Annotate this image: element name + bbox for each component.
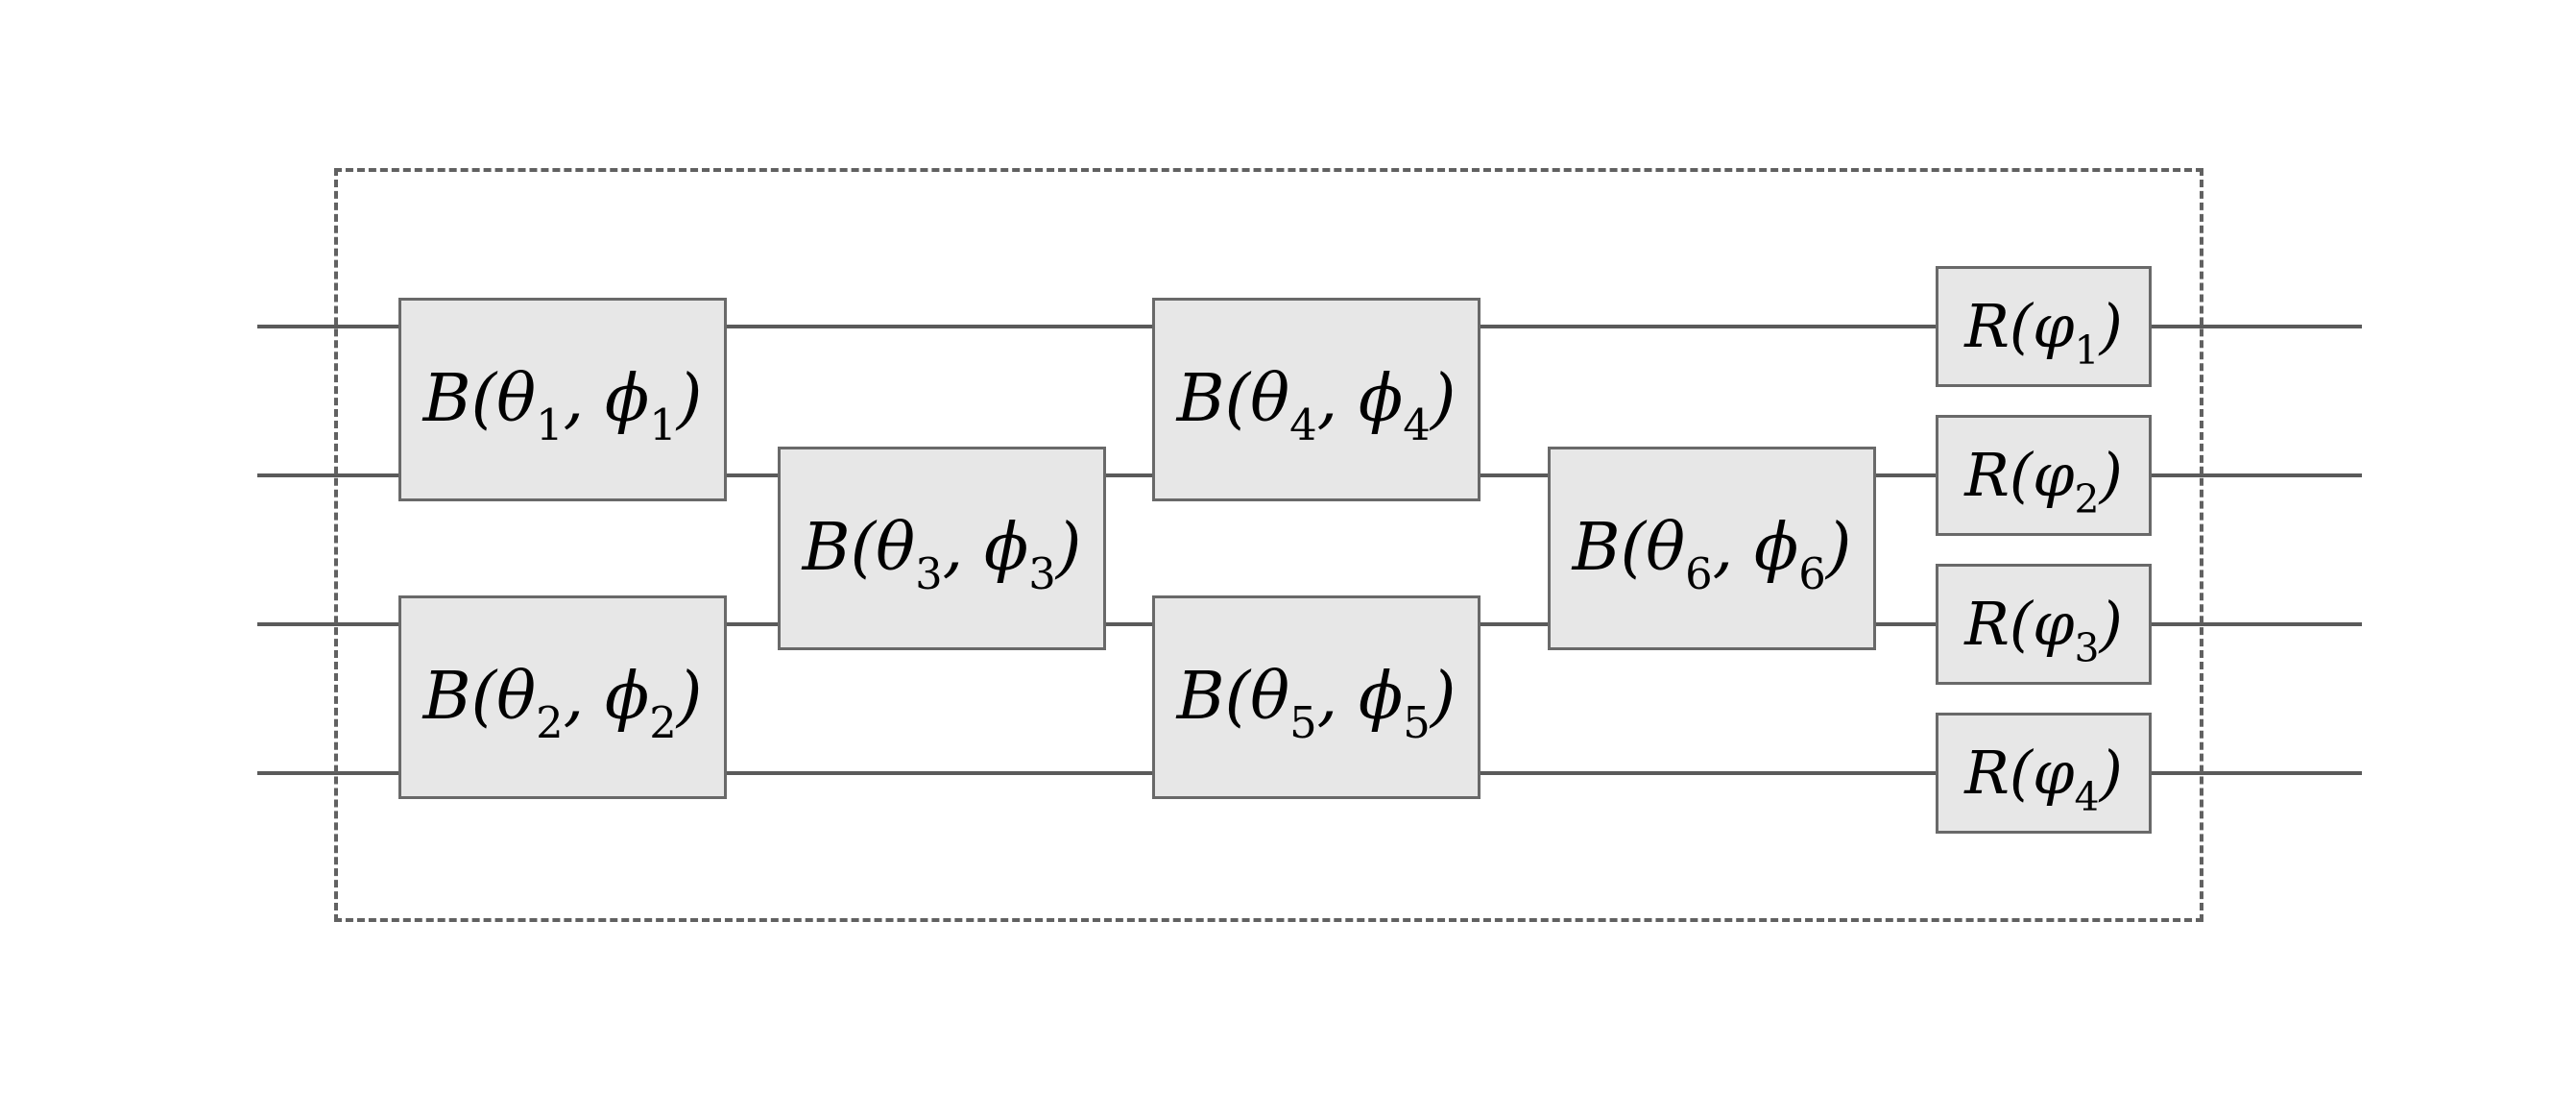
gate-b5-label: B(θ5, ϕ5) [1176,659,1457,748]
gate-r4-label: R(φ4) [1964,738,2123,821]
gate-r2: R(φ2) [1936,415,2152,536]
gate-r2-label: R(φ2) [1964,440,2123,523]
gate-r3-label: R(φ3) [1964,589,2123,672]
gate-b1: B(θ1, ϕ1) [398,298,727,501]
gate-r4: R(φ4) [1936,713,2152,834]
gate-b4: B(θ4, ϕ4) [1152,298,1481,501]
gate-b2-label: B(θ2, ϕ2) [422,659,703,748]
gate-r1-label: R(φ1) [1964,291,2123,375]
dashed-boundary-box [334,168,2203,922]
gate-b6-label: B(θ6, ϕ6) [1572,510,1852,599]
gate-b2: B(θ2, ϕ2) [398,595,727,799]
gate-r1: R(φ1) [1936,266,2152,387]
gate-b6: B(θ6, ϕ6) [1548,447,1876,650]
gate-b4-label: B(θ4, ϕ4) [1176,361,1457,450]
gate-b3-label: B(θ3, ϕ3) [802,510,1082,599]
gate-r3: R(φ3) [1936,564,2152,685]
gate-b5: B(θ5, ϕ5) [1152,595,1481,799]
gate-b3: B(θ3, ϕ3) [778,447,1106,650]
gate-b1-label: B(θ1, ϕ1) [422,361,703,450]
